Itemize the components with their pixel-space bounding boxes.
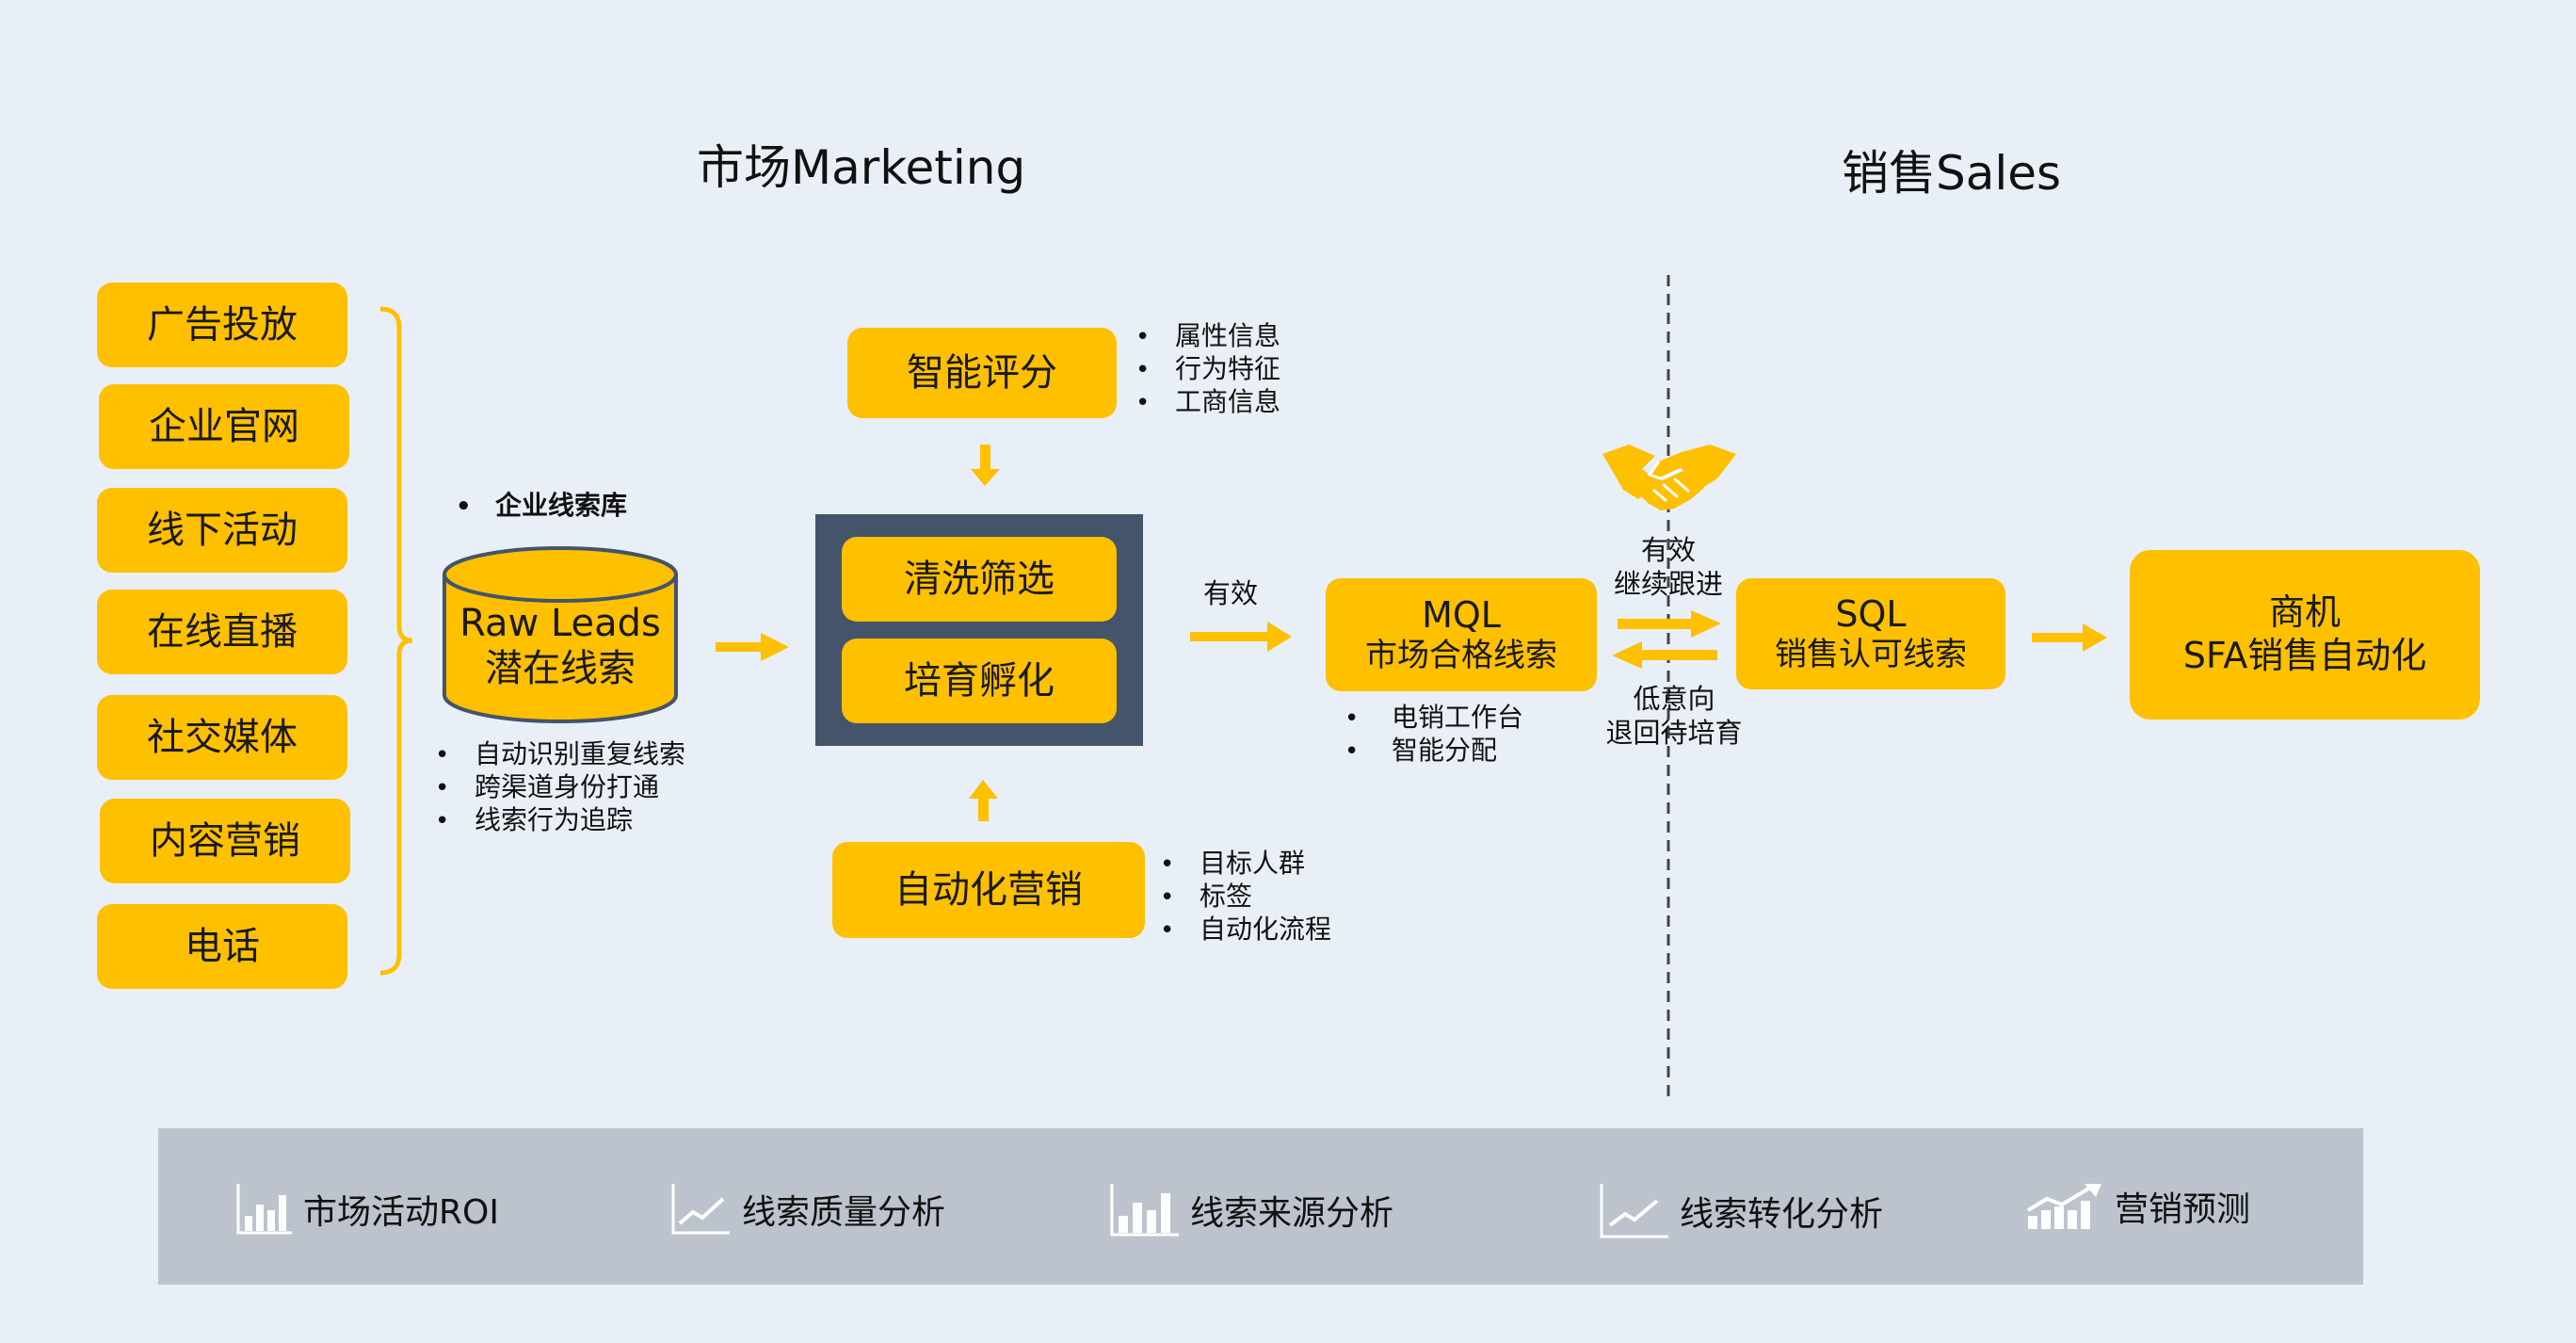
handshake-icon: [1602, 445, 1736, 510]
valid-follow-line1: 有效: [1640, 534, 1696, 566]
mql-line2: 市场合格线索: [1365, 637, 1557, 675]
analytics-item-conversion: 线索转化分析: [1599, 1182, 1883, 1240]
scoring-bullet: 属性信息: [1135, 320, 1280, 353]
raw-leads-label: Raw Leads 潜在线索: [441, 601, 680, 691]
nurturing-box: 培育孵化: [842, 639, 1117, 723]
mql-bullet: 智能分配: [1344, 735, 1523, 768]
cleaning-box: 清洗筛选: [842, 537, 1117, 622]
analytics-label: 线索质量分析: [742, 1193, 946, 1232]
mql-bullets: 电销工作台 智能分配: [1344, 702, 1523, 768]
valid-follow-line2: 继续跟进: [1613, 568, 1723, 600]
source-offline-event: 线下活动: [97, 488, 347, 573]
low-intent-line2: 退回待培育: [1605, 717, 1743, 749]
line-chart-icon: [1600, 1184, 1668, 1238]
raw-leads-line2: 潜在线索: [485, 647, 636, 690]
source-ad: 广告投放: [97, 283, 347, 367]
raw-leads-line1: Raw Leads: [459, 602, 661, 645]
automation-bullet: 自动化流程: [1160, 914, 1331, 947]
lead-db-bullet: 跨渠道身份打通: [435, 771, 685, 804]
bar-chart-icon: [1110, 1184, 1179, 1237]
valid-follow-label: 有效 继续跟进: [1612, 533, 1725, 601]
automation-bullet: 标签: [1160, 881, 1331, 914]
analytics-label: 市场活动ROI: [303, 1193, 499, 1232]
marketing-title: 市场Marketing: [697, 140, 1026, 195]
low-intent-line1: 低意向: [1633, 683, 1715, 715]
arrow-scoring-down: [971, 445, 1000, 486]
source-website: 企业官网: [99, 384, 349, 469]
mql-line1: MQL: [1422, 593, 1501, 636]
automation-bullets: 目标人群 标签 自动化流程: [1160, 848, 1331, 947]
automation-bullet: 目标人群: [1160, 848, 1331, 881]
arrow-process-to-mql: [1190, 622, 1292, 652]
trend-chart-icon: [2026, 1184, 2101, 1229]
analytics-label: 线索转化分析: [1680, 1195, 1884, 1234]
bar-chart-icon: [236, 1184, 292, 1235]
source-social-media: 社交媒体: [97, 695, 347, 780]
valid-label: 有效: [1203, 577, 1259, 609]
mql-bullet: 电销工作台: [1344, 702, 1523, 735]
opportunity-line1: 商机: [2268, 591, 2341, 634]
lead-db-heading: 企业线索库: [456, 490, 627, 523]
opportunity-box: 商机 SFA销售自动化: [2130, 550, 2480, 720]
sql-line1: SQL: [1835, 592, 1907, 635]
source-phone: 电话: [97, 904, 347, 989]
line-chart-icon: [671, 1184, 730, 1235]
lead-db-bullets: 自动识别重复线索 跨渠道身份打通 线索行为追踪: [435, 738, 685, 837]
opportunity-line2: SFA销售自动化: [2182, 635, 2427, 676]
marketing-automation-box: 自动化营销: [832, 842, 1145, 938]
lead-db-bullet: 自动识别重复线索: [435, 738, 685, 771]
database-cylinder-icon: [443, 546, 678, 723]
sales-title: 销售Sales: [1842, 146, 2062, 201]
arrow-leads-to-process: [716, 633, 789, 661]
scoring-bullet: 行为特征: [1135, 353, 1280, 386]
smart-scoring-box: 智能评分: [847, 328, 1117, 418]
mql-box: MQL 市场合格线索: [1326, 578, 1597, 691]
lead-db-heading-list: 企业线索库: [456, 490, 627, 523]
sql-box: SQL 销售认可线索: [1736, 578, 2005, 689]
scoring-bullet: 工商信息: [1135, 386, 1280, 419]
analytics-item-quality: 线索质量分析: [670, 1182, 945, 1237]
analytics-item-roi: 市场活动ROI: [235, 1182, 499, 1237]
analytics-item-forecast: 营销预测: [2026, 1182, 2250, 1231]
analytics-item-source: 线索来源分析: [1109, 1182, 1393, 1238]
analytics-label: 线索来源分析: [1190, 1194, 1394, 1233]
source-content-marketing: 内容营销: [100, 799, 350, 883]
arrow-sql-to-opportunity: [2032, 623, 2107, 652]
analytics-bar: [158, 1128, 2363, 1285]
source-brace: [379, 306, 413, 976]
arrow-automation-up: [969, 780, 998, 821]
analytics-label: 营销预测: [2115, 1190, 2251, 1229]
low-intent-label: 低意向 退回待培育: [1601, 682, 1747, 750]
source-live-stream: 在线直播: [97, 590, 347, 674]
arrow-mql-to-sql: [1618, 610, 1721, 638]
lead-db-bullet: 线索行为追踪: [435, 804, 685, 837]
sql-line2: 销售认可线索: [1775, 636, 1967, 674]
arrow-sql-to-mql: [1612, 641, 1717, 669]
scoring-bullets: 属性信息 行为特征 工商信息: [1135, 320, 1280, 419]
